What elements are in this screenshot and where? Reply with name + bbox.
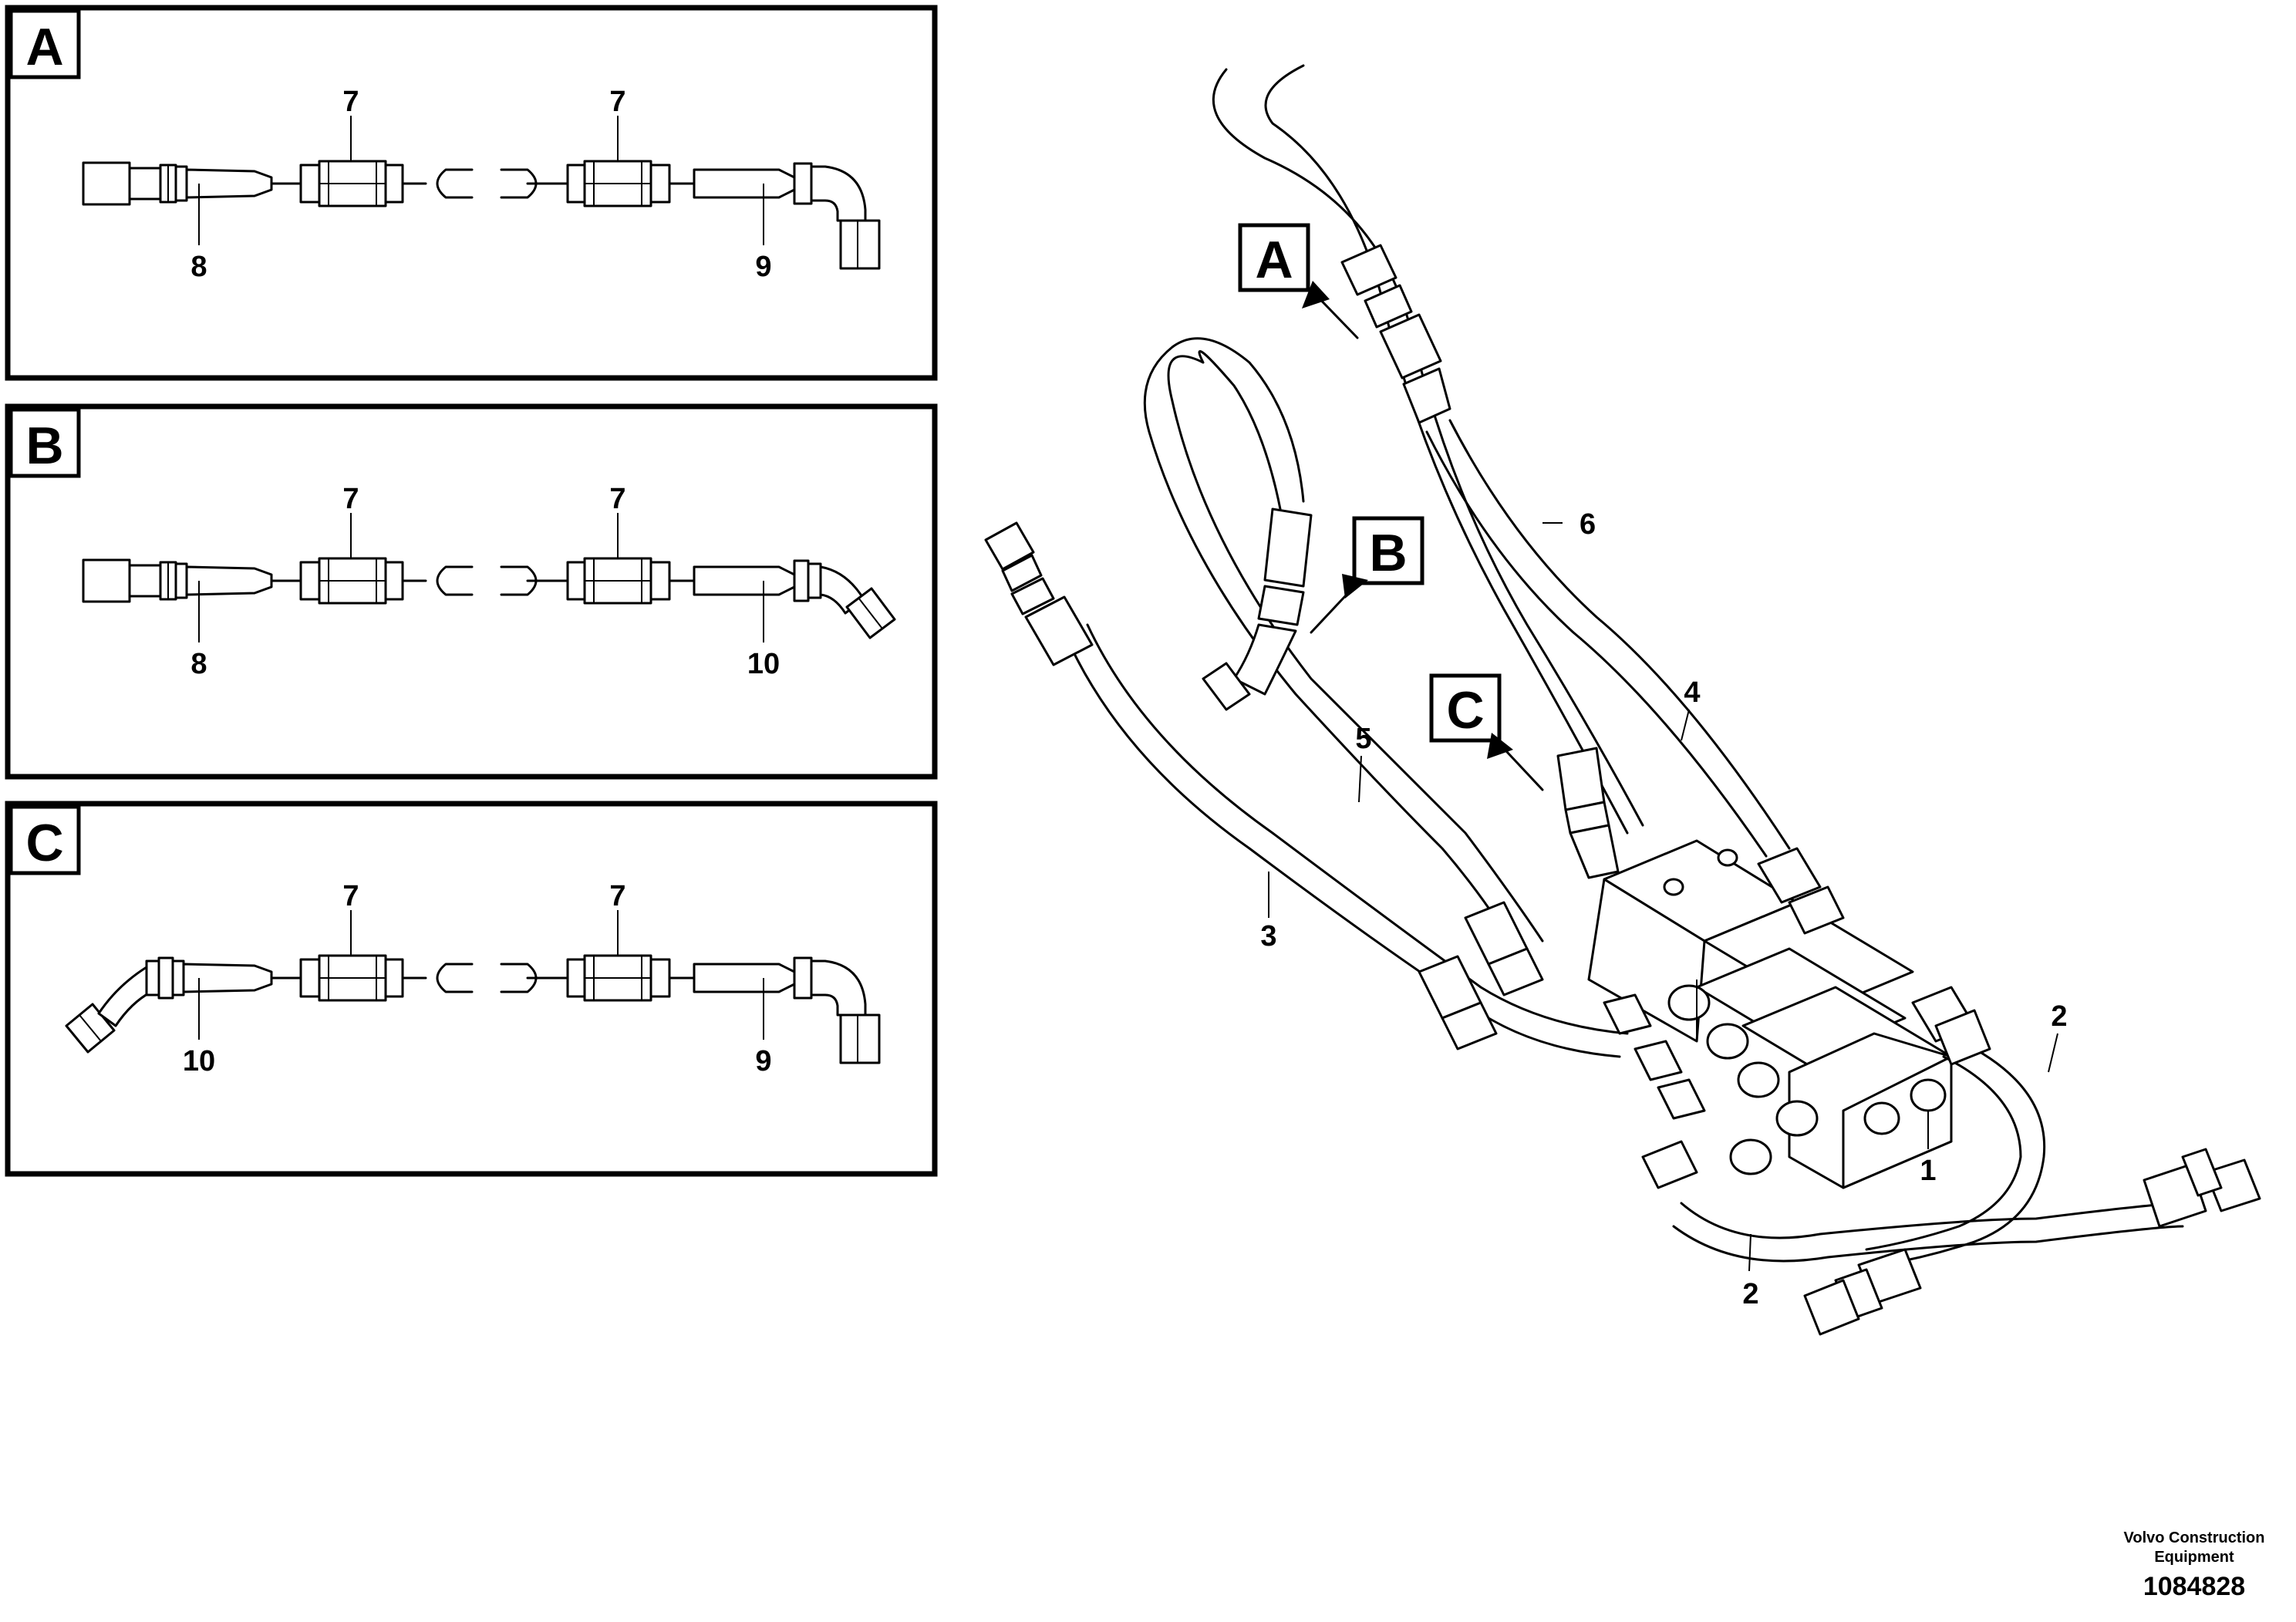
reference-number: 1084828 <box>2143 1572 2245 1601</box>
label-valve-block: 1 <box>1920 1155 1936 1187</box>
label-hose-4: 4 <box>1684 676 1700 709</box>
fitting-hose-4-end <box>1757 847 1845 935</box>
fitting-hose-2-right <box>2143 1148 2261 1228</box>
callout-c: C <box>1429 673 1544 791</box>
label-coupling-left: 7 <box>342 86 359 118</box>
fitting-hose-3-end <box>1418 955 1498 1050</box>
callout-a-letter: A <box>1255 231 1293 289</box>
label-hose-left: 8 <box>190 648 207 680</box>
panel-c-letter: C <box>25 814 63 872</box>
label-hose-2-lower: 2 <box>1742 1278 1758 1310</box>
label-hose-right: 10 <box>747 648 780 680</box>
fitting-b <box>1202 508 1313 711</box>
detail-panel-b: B 7 7 8 10 <box>5 403 938 780</box>
hose-4 <box>1425 430 1768 858</box>
label-coupling-right: 7 <box>609 880 625 912</box>
label-coupling-right: 7 <box>609 86 625 118</box>
callout-b-letter: B <box>1369 524 1407 582</box>
label-hose-6: 6 <box>1580 508 1596 541</box>
label-hose-right: 9 <box>755 1045 771 1077</box>
label-coupling-left: 7 <box>342 483 359 515</box>
label-hose-left: 8 <box>190 251 207 283</box>
main-hose-assembly-view: A B C 6 4 5 3 1 2 2 <box>984 64 2261 1336</box>
callout-c-letter: C <box>1446 681 1484 740</box>
detail-panel-a: A 7 7 8 9 <box>5 5 938 381</box>
fitting-hose-5-end <box>1464 901 1544 996</box>
fitting-hose-2-valve <box>1911 986 1991 1066</box>
label-coupling-left: 7 <box>342 880 359 912</box>
label-hose-right: 9 <box>755 251 771 283</box>
company-name-line2: Equipment <box>2154 1549 2234 1566</box>
panel-b-letter: B <box>25 416 63 475</box>
callout-a: A <box>1238 223 1359 339</box>
label-hose-5: 5 <box>1355 723 1371 755</box>
hose-3 <box>1063 631 1621 1058</box>
valve-block <box>1587 839 1953 1189</box>
callout-b: B <box>1310 516 1424 634</box>
hose-2 <box>1680 1202 2184 1239</box>
fitting-a <box>1340 244 1451 424</box>
hose-5 <box>1167 349 1544 943</box>
label-coupling-right: 7 <box>609 483 625 515</box>
fitting-c <box>1556 747 1620 879</box>
detail-panel-c: C <box>5 801 938 1177</box>
company-name-line1: Volvo Construction <box>2124 1529 2265 1546</box>
panel-a-letter: A <box>25 18 63 76</box>
fitting-hose-3 <box>984 521 1094 666</box>
valve-fittings-left <box>1603 993 1706 1189</box>
label-hose-2-upper: 2 <box>2051 1000 2067 1033</box>
footer: Volvo Construction Equipment 1084828 <box>2124 1529 2265 1601</box>
label-hose-3: 3 <box>1260 920 1276 953</box>
fitting-hose-2-lower <box>1803 1248 1922 1336</box>
label-hose-left: 10 <box>183 1045 215 1077</box>
